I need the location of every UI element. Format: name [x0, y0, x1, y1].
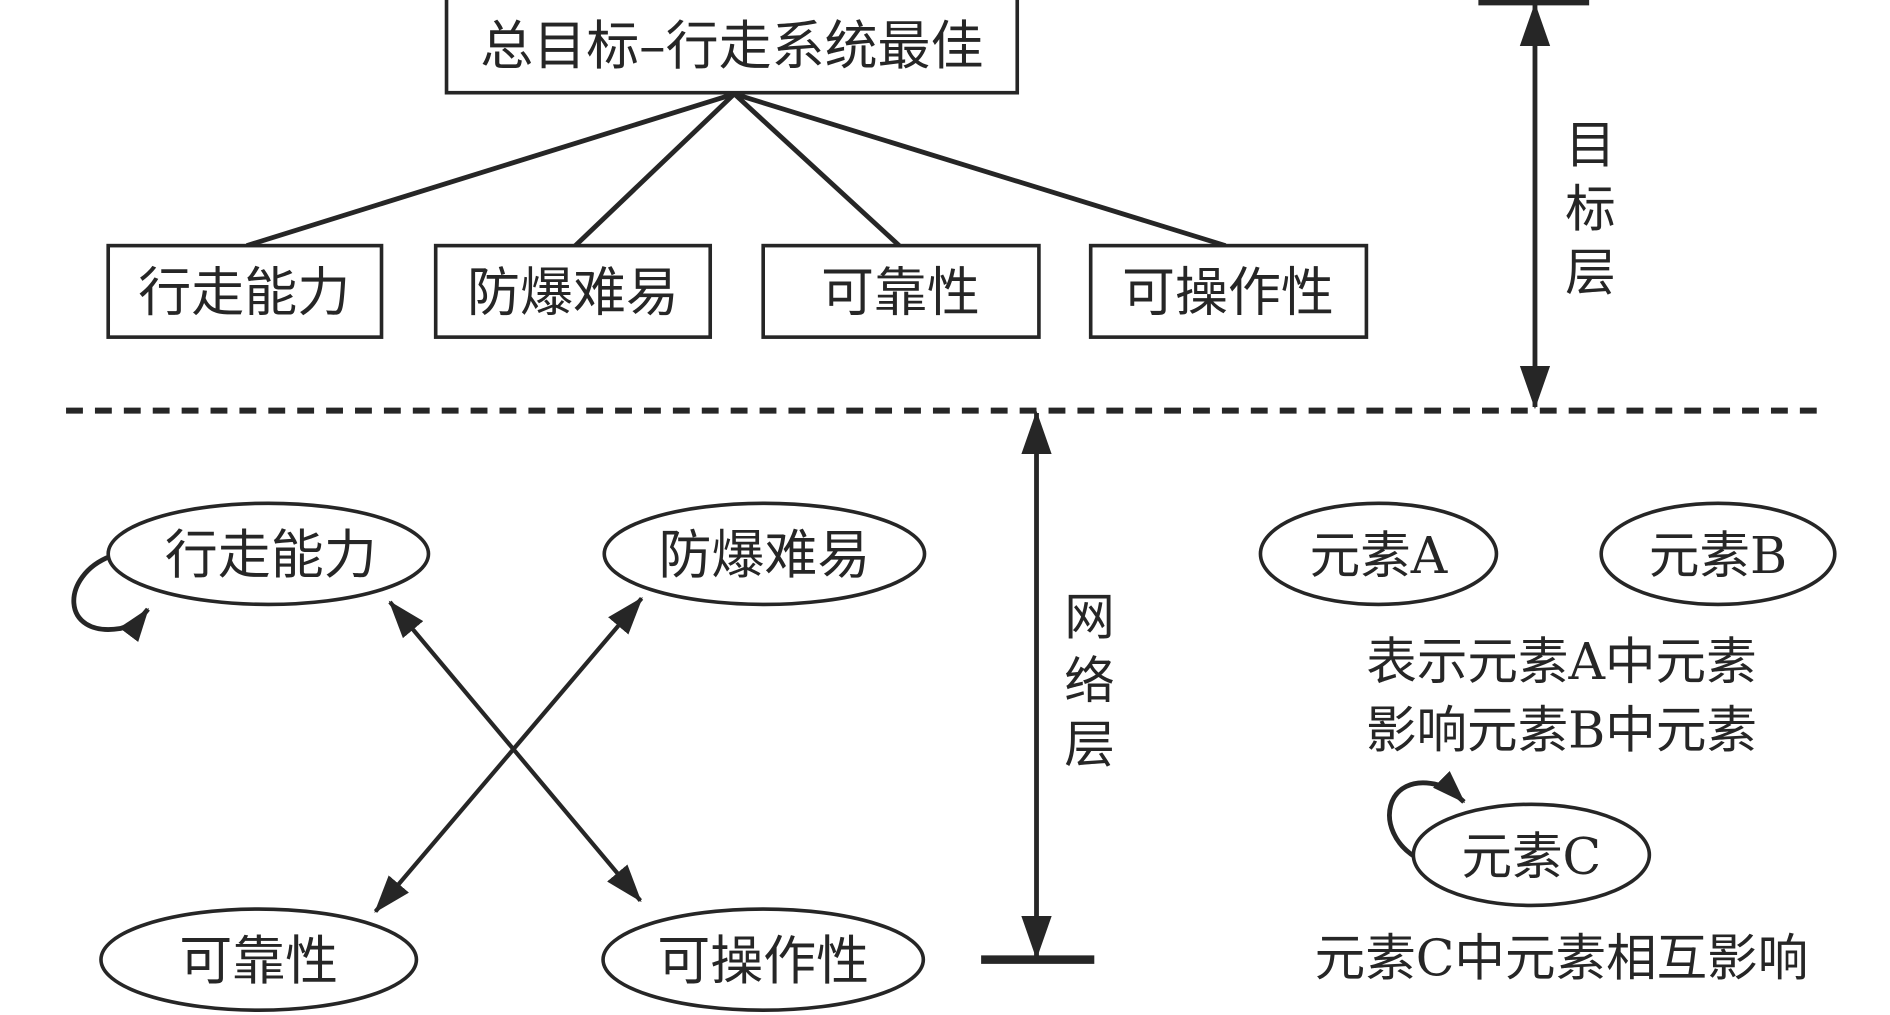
- legend-caption-line: 表示元素A中元素: [1366, 632, 1756, 691]
- network-node: 行走能力: [106, 501, 431, 607]
- element-b-label: 元素B: [1649, 526, 1787, 585]
- criterion-label: 行走能力: [138, 263, 350, 324]
- layer-label-char: 网: [1064, 588, 1115, 647]
- network-node-label: 行走能力: [165, 525, 377, 586]
- network-node: 可靠性: [99, 907, 419, 1012]
- element-c-label: 元素C: [1461, 827, 1601, 886]
- criterion-node: 防爆难易: [433, 243, 713, 339]
- network-node: 防爆难易: [602, 501, 927, 607]
- goal-layer: 总目标–行走系统最佳 行走能力 防爆难易 可靠性 可操作性: [106, 0, 1616, 410]
- goal-layer-label: 目 标 层: [1565, 116, 1616, 303]
- connector-line: [245, 91, 736, 248]
- element-c-self-loop-arrow: [1387, 770, 1466, 860]
- criterion-label: 可操作性: [1122, 263, 1334, 324]
- legend-element-a: 元素A: [1258, 501, 1499, 607]
- criterion-node: 可操作性: [1088, 243, 1369, 339]
- relation-arrow-explosion-reliability: [373, 596, 644, 913]
- top-goal-label: 总目标–行走系统最佳: [480, 16, 983, 77]
- self-loop-arrow: [71, 554, 150, 642]
- network-node: 可操作性: [601, 907, 926, 1012]
- network-node-label: 可操作性: [657, 931, 869, 992]
- layer-label-char: 标: [1565, 179, 1616, 238]
- layer-label-char: 层: [1064, 715, 1115, 774]
- element-c-caption: 元素C中元素相互影响: [1315, 928, 1809, 987]
- element-a-label: 元素A: [1310, 526, 1448, 585]
- connector-line: [573, 92, 736, 248]
- criterion-node: 可靠性: [761, 243, 1041, 339]
- layer-label-char: 目: [1565, 116, 1616, 175]
- connector-line: [733, 91, 1227, 248]
- top-goal-node: 总目标–行走系统最佳: [444, 0, 1020, 95]
- connector-line: [732, 92, 901, 248]
- legend-element-c: 元素C: [1411, 802, 1652, 908]
- layer-label-char: 络: [1064, 651, 1115, 710]
- network-layer: 行走能力 防爆难易 可靠性 可操作性 网 络 层: [71, 410, 1115, 1012]
- network-layer-extent-arrow: [981, 410, 1095, 964]
- legend-element-b: 元素B: [1599, 501, 1837, 607]
- goal-layer-extent-arrow: [1478, 0, 1590, 410]
- layer-label-char: 层: [1565, 243, 1616, 302]
- goal-connectors: [245, 91, 1227, 248]
- criterion-node: 行走能力: [106, 243, 384, 339]
- legend: 元素A 元素B 表示元素A中元素 影响元素B中元素 元素C 元素C中元素相互影响: [1258, 501, 1837, 987]
- criterion-label: 可靠性: [821, 263, 980, 324]
- network-node-label: 可靠性: [179, 931, 338, 992]
- legend-caption-line: 影响元素B中元素: [1366, 701, 1757, 760]
- criterion-label: 防爆难易: [467, 263, 679, 324]
- network-node-label: 防爆难易: [658, 525, 870, 586]
- network-layer-label: 网 络 层: [1064, 588, 1115, 775]
